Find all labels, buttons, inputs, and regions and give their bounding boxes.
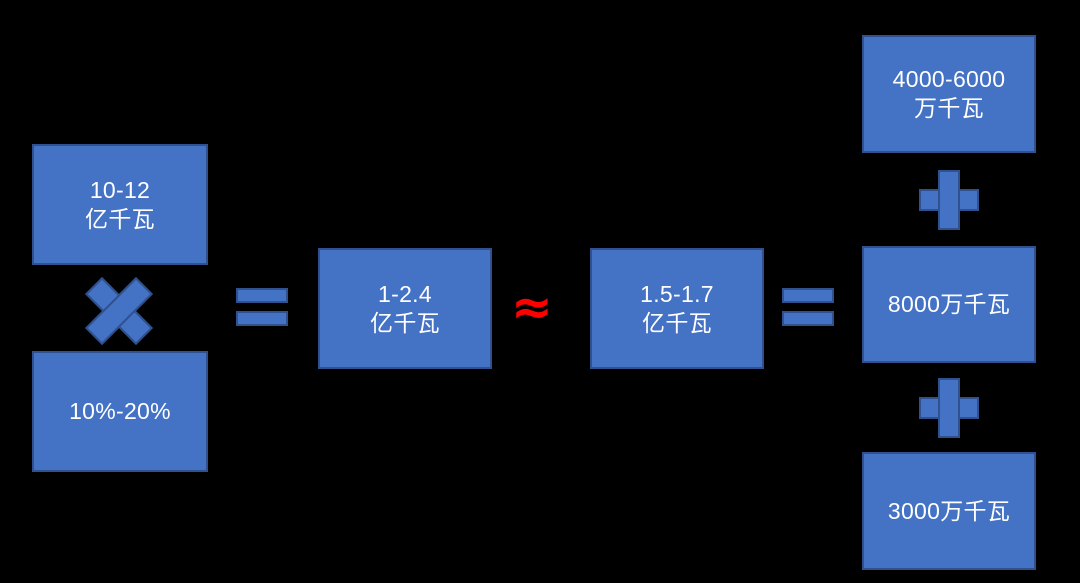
plus-icon-bottom [919,378,979,438]
multiply-icon [68,260,170,362]
box-product: 1-2.4 亿千瓦 [318,248,492,369]
box-factor-capacity: 10-12 亿千瓦 [32,144,208,265]
equals-icon-left-bar-lower [236,311,288,326]
equals-icon-right-bar-lower [782,311,834,326]
equals-icon-right [782,288,834,326]
plus-icon-bottom-bar-vertical [938,378,960,438]
plus-icon-top [919,170,979,230]
box-approx-target: 1.5-1.7 亿千瓦 [590,248,764,369]
box-component-other: 3000万千瓦 [862,452,1036,570]
box-component-wind: 4000-6000 万千瓦 [862,35,1036,153]
box-factor-percent: 10%-20% [32,351,208,472]
equals-icon-right-bar-upper [782,288,834,303]
equals-icon-left [236,288,288,326]
box-component-solar: 8000万千瓦 [862,246,1036,363]
plus-icon-top-bar-vertical [938,170,960,230]
approximately-equal-icon: ≈ [511,278,553,336]
equals-icon-left-bar-upper [236,288,288,303]
